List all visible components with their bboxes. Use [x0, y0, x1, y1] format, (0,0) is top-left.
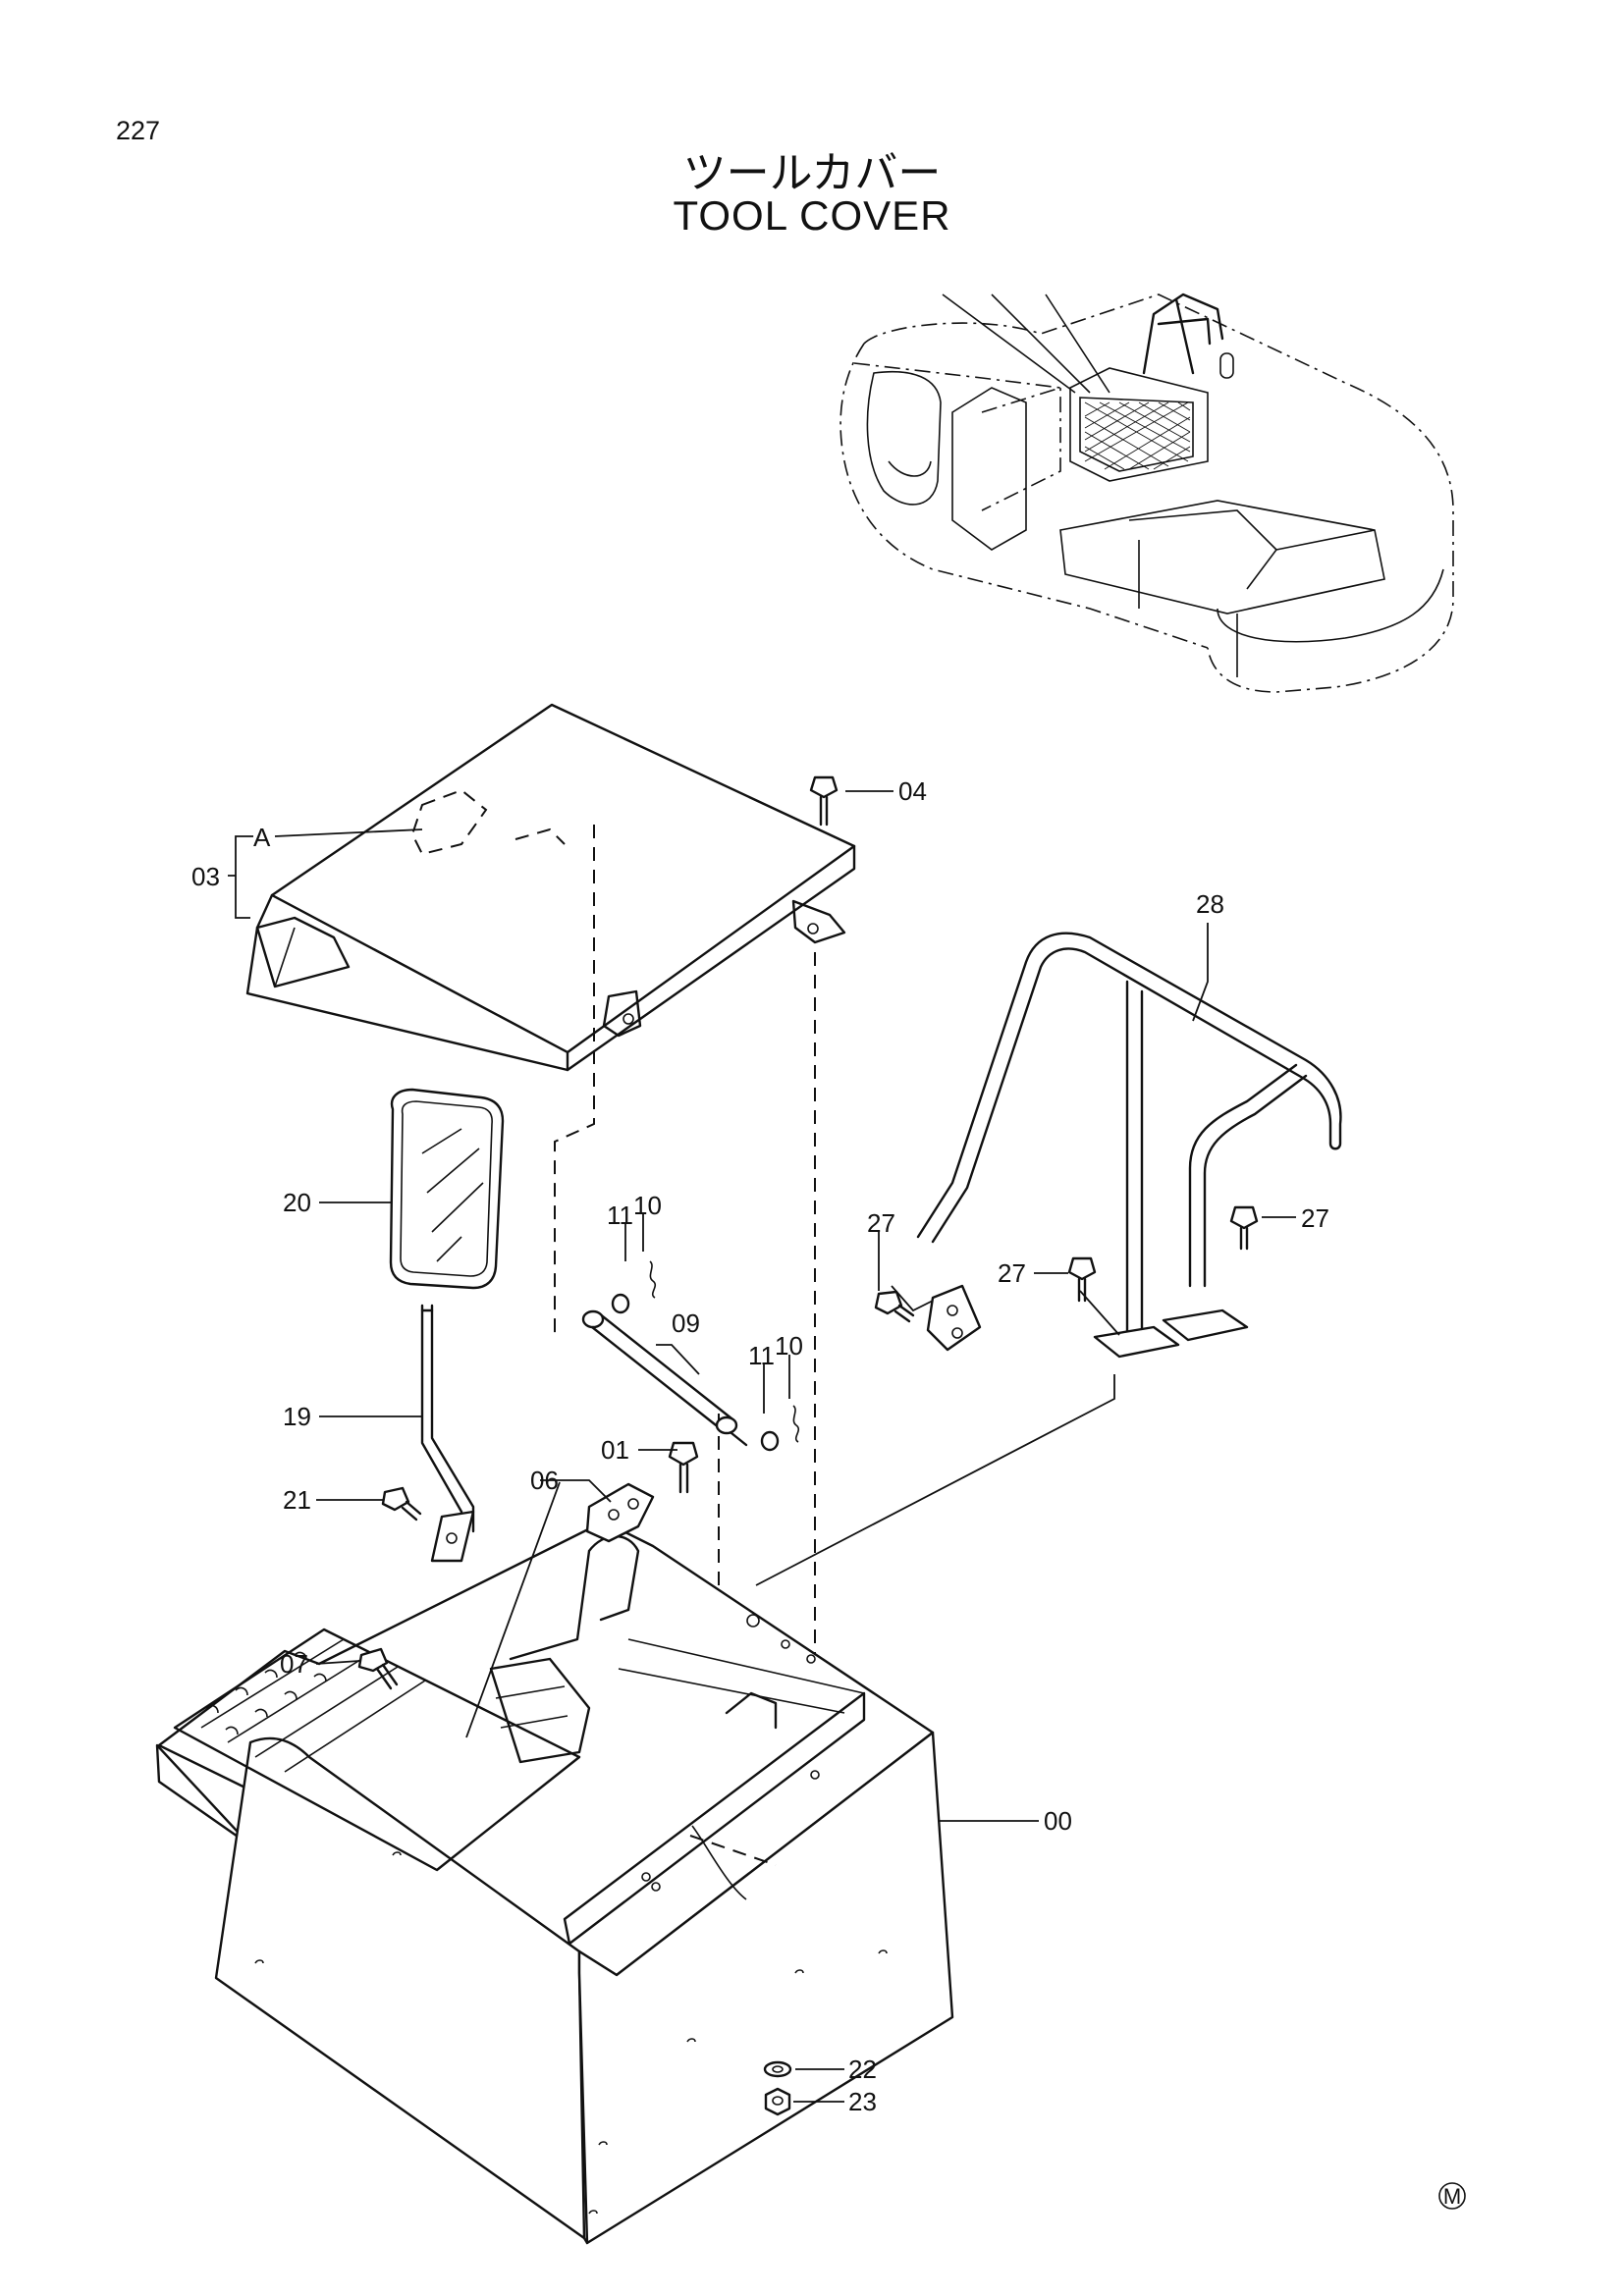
callout-07: 07 — [280, 1649, 308, 1679]
callout-labels: 04 03 A 28 20 11 10 09 11 10 27 27 27 19… — [191, 776, 1329, 2116]
tool-cover-lid — [245, 703, 856, 1072]
callout-23: 23 — [848, 2087, 877, 2116]
bolt-01 — [668, 1441, 699, 1494]
bolt-21 — [381, 1486, 422, 1522]
callout-03: 03 — [191, 862, 220, 891]
bolt-07 — [357, 1647, 399, 1690]
callout-09: 09 — [672, 1308, 700, 1338]
callout-22: 22 — [848, 2055, 877, 2084]
callout-20: 20 — [283, 1188, 311, 1217]
callout-11-upper: 11 — [607, 1201, 633, 1230]
detail-marker-a: A — [253, 823, 271, 852]
bolt-27-middle — [1067, 1256, 1097, 1303]
callout-27-right: 27 — [1301, 1203, 1329, 1233]
bolt-27-left — [874, 1290, 915, 1323]
callout-19: 19 — [283, 1402, 311, 1431]
bracket — [465, 1481, 655, 1738]
gas-spring — [581, 1260, 800, 1452]
washer-22 — [763, 2060, 792, 2078]
callout-04: 04 — [898, 776, 927, 806]
callout-21: 21 — [283, 1485, 311, 1515]
mirror-assembly — [389, 1088, 505, 1563]
tool-box-body — [155, 1520, 954, 2245]
svg-text:M: M — [1443, 2184, 1461, 2209]
callout-11-lower: 11 — [748, 1341, 775, 1370]
callout-00: 00 — [1044, 1806, 1072, 1836]
leader-lines — [228, 790, 1296, 2103]
handrail — [891, 932, 1342, 1359]
title-japanese: ツールカバー — [682, 148, 942, 198]
callout-06: 06 — [530, 1466, 559, 1495]
callout-01: 01 — [601, 1435, 629, 1465]
nut-23 — [764, 2087, 791, 2116]
page-number: 227 — [116, 116, 161, 145]
callout-27-middle: 27 — [998, 1258, 1026, 1288]
callout-28: 28 — [1196, 889, 1224, 919]
m-mark-symbol: M — [1438, 2182, 1466, 2210]
title-english: TOOL COVER — [673, 192, 951, 239]
bolt-27-right — [1229, 1205, 1259, 1251]
callout-10-lower: 10 — [775, 1331, 803, 1361]
callout-10-upper: 10 — [633, 1191, 662, 1220]
callout-27-left: 27 — [867, 1208, 895, 1238]
bolt-04 — [809, 775, 839, 827]
machine-overview-illustration — [839, 293, 1454, 693]
